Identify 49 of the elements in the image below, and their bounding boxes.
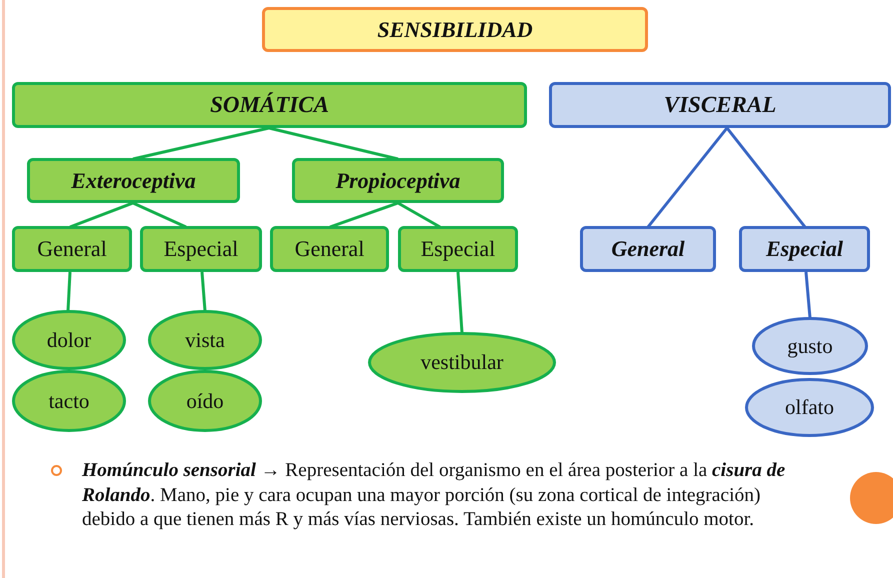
node-label: dolor [46,328,92,352]
connector-line [132,126,270,160]
oval-node [148,370,262,432]
node-label: General [611,236,685,262]
connector-line [726,127,806,228]
category-box [549,82,891,128]
oval-node [148,310,262,370]
connector-line [646,127,728,228]
node-label: General [294,236,364,262]
node-label: oído [186,388,224,414]
category-box [12,226,132,272]
node-label: Especial [164,236,238,262]
connector-line [456,272,464,334]
node-label: SOMÁTICA [210,92,329,118]
oval-node [368,332,556,393]
connector-line [330,202,398,228]
category-box [398,226,518,272]
connector-line [397,202,441,228]
category-box [262,7,648,52]
node-label: Exteroceptiva [71,168,196,194]
oval-node [752,317,868,375]
node-label: gusto [787,334,833,358]
connector-line [804,272,812,318]
connector-line [69,202,134,228]
category-box [580,226,716,272]
oval-node [12,370,126,432]
node-label: vista [185,328,225,352]
category-box [140,226,262,272]
category-box [12,82,527,128]
node-label: VISCERAL [664,92,776,118]
category-box [292,158,504,203]
category-box [739,226,870,272]
connector-line [66,272,72,312]
oval-node [12,310,126,370]
node-label: vestibular [420,350,504,375]
node-label: olfato [785,395,834,420]
oval-node [745,378,874,437]
node-label: Propioceptiva [336,168,460,194]
bullet-text: Homúnculo sensorial → Representación del organismo en el área posterior a la cisura de Rolando. Mano, pie y cara ocupan una mayor porción (su zona cortical de integración) debido a que tienen más R y más vías nerviosas. También existe un homúnculo motor. [82,459,786,532]
node-label: tacto [48,388,90,414]
connector-line [132,202,187,228]
node-label: SENSIBILIDAD [377,16,533,42]
connector-line [200,272,206,312]
node-label: Especial [420,236,496,262]
connector-line [268,126,398,160]
node-label: Especial [766,236,843,262]
category-box [270,226,389,272]
category-box [27,158,240,203]
node-label: General [37,236,107,262]
